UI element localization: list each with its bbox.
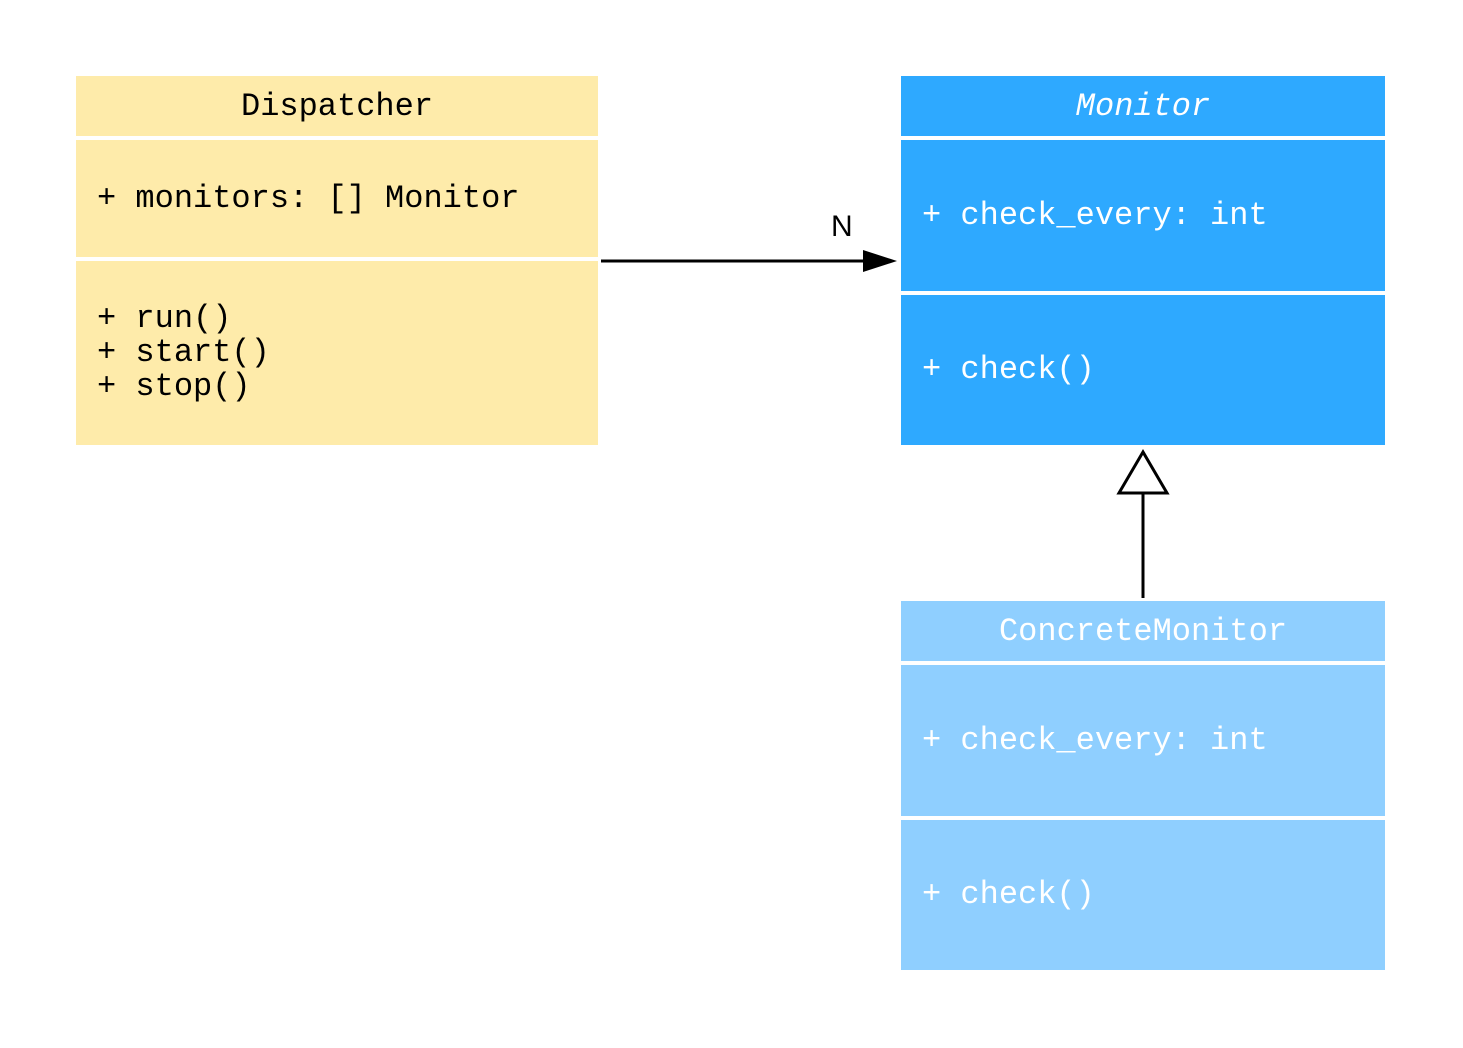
- method: + stop(): [97, 368, 251, 405]
- monitor-methods: + check(): [901, 295, 1385, 445]
- multiplicity-label: N: [831, 210, 853, 243]
- dispatcher-header: Dispatcher: [76, 76, 598, 136]
- method: + run(): [97, 300, 232, 337]
- attribute: + check_every: int: [922, 196, 1268, 234]
- concrete-monitor-attributes: + check_every: int: [901, 665, 1385, 816]
- dispatcher-attributes: + monitors: [] Monitor: [76, 140, 598, 257]
- attribute: + monitors: [] Monitor: [97, 179, 520, 217]
- inheritance-arrow: [1116, 449, 1170, 598]
- monitor-header: Monitor: [901, 76, 1385, 136]
- attribute: + check_every: int: [922, 721, 1268, 759]
- method: + check(): [922, 876, 1095, 913]
- method: + check(): [922, 351, 1095, 388]
- concrete-monitor-header: ConcreteMonitor: [901, 601, 1385, 661]
- monitor-attributes: + check_every: int: [901, 140, 1385, 291]
- dispatcher-methods: + run() + start() + stop(): [76, 261, 598, 445]
- concrete-monitor-methods: + check(): [901, 820, 1385, 970]
- method: + start(): [97, 334, 270, 371]
- association-arrow: [601, 250, 897, 272]
